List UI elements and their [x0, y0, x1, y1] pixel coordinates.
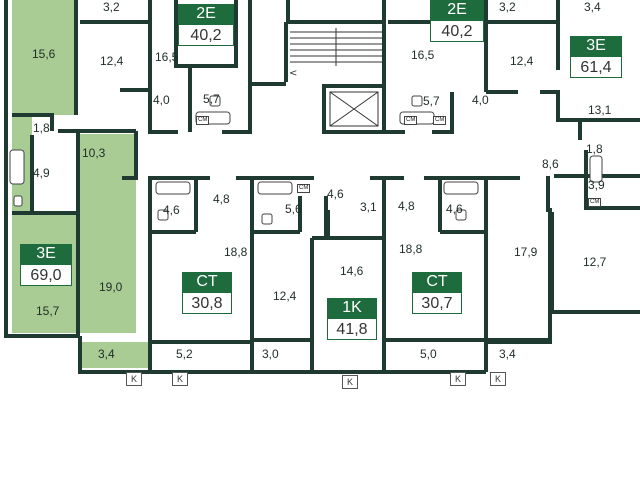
room-area: 4,8 — [213, 192, 230, 206]
room-area: 16,5 — [411, 48, 435, 62]
apartment-type: 1K — [327, 298, 377, 318]
apartment-type: CT — [412, 272, 462, 292]
balcony-marker: K — [126, 372, 142, 386]
apartment-badge[interactable]: 2E 40,2 — [430, 0, 484, 42]
apartment-area: 61,4 — [570, 56, 622, 78]
room-area: 5,7 — [203, 92, 220, 106]
room-area: 8,6 — [542, 157, 559, 171]
apartment-type: 2E — [430, 0, 484, 20]
room-area: 1,8 — [586, 142, 603, 156]
apartment-area: 30,8 — [182, 292, 232, 314]
apartment-badge[interactable]: 2E 40,2 — [178, 4, 234, 46]
room-area: 5,0 — [420, 347, 437, 361]
room-area: 3,4 — [584, 0, 601, 14]
room-area: 13,1 — [588, 103, 612, 117]
apartment-area: 69,0 — [20, 264, 72, 286]
room-area: 12,4 — [510, 54, 534, 68]
room-area: 14,6 — [340, 264, 364, 278]
room-area: 3,2 — [499, 0, 516, 14]
room-area: 3,2 — [103, 0, 120, 14]
room-area: 19,0 — [99, 280, 123, 294]
apartment-type: 3E — [570, 36, 622, 56]
room-area: 5,6 — [285, 202, 302, 216]
room-area: 16,5 — [155, 50, 179, 64]
apartment-area: 30,7 — [412, 292, 462, 314]
svg-text:<: < — [289, 68, 297, 79]
room-area: 4,0 — [472, 93, 489, 107]
apartment-area: 40,2 — [430, 20, 484, 42]
room-area: 18,8 — [399, 242, 423, 256]
staircase — [290, 28, 382, 66]
washing-machine-marker: CM — [404, 116, 418, 125]
room-area: 5,2 — [176, 347, 193, 361]
room-area: 18,8 — [224, 245, 248, 259]
room-area: 5,7 — [423, 94, 440, 108]
apartment-badge[interactable]: 3E 61,4 — [570, 36, 622, 78]
balcony-marker: K — [490, 372, 506, 386]
apartment-area: 41,8 — [327, 318, 377, 340]
room-area: 12,4 — [100, 54, 124, 68]
room-area: 3,1 — [360, 200, 377, 214]
room-area: 3,9 — [588, 178, 605, 192]
room-area: 4,6 — [327, 187, 344, 201]
washing-machine-marker: CM — [433, 116, 447, 125]
room-area: 3,4 — [499, 347, 516, 361]
room-area: 15,6 — [32, 47, 56, 61]
room-area: 10,3 — [82, 146, 106, 160]
room-area: 3,4 — [98, 347, 115, 361]
room-area: 17,9 — [514, 245, 538, 259]
apartment-type: CT — [182, 272, 232, 292]
room-area: 4,9 — [33, 166, 50, 180]
room-area: 4,6 — [446, 202, 463, 216]
room-area: 4,8 — [398, 199, 415, 213]
balcony-marker: K — [342, 375, 358, 389]
room-area: 4,0 — [153, 93, 170, 107]
balcony-marker: K — [450, 372, 466, 386]
room-area: 12,4 — [273, 289, 297, 303]
room-area: 12,7 — [583, 255, 607, 269]
elevator — [329, 91, 379, 127]
apartment-badge[interactable]: CT 30,7 — [412, 272, 462, 314]
apartment-type: 2E — [178, 4, 234, 24]
apartment-badge[interactable]: 3E 69,0 — [20, 244, 72, 286]
apartment-type: 3E — [20, 244, 72, 264]
washing-machine-marker: CM — [588, 198, 602, 207]
washing-machine-marker: CM — [196, 116, 210, 125]
room-area: 1,8 — [33, 121, 50, 135]
washing-machine-marker: CM — [297, 184, 311, 193]
apartment-area: 40,2 — [178, 24, 234, 46]
balcony-marker: K — [172, 372, 188, 386]
apartment-badge[interactable]: CT 30,8 — [182, 272, 232, 314]
room-area: 3,0 — [262, 347, 279, 361]
apartment-badge[interactable]: 1K 41,8 — [327, 298, 377, 340]
room-area: 4,6 — [163, 203, 180, 217]
walls — [4, 0, 640, 374]
room-area: 15,7 — [36, 304, 60, 318]
